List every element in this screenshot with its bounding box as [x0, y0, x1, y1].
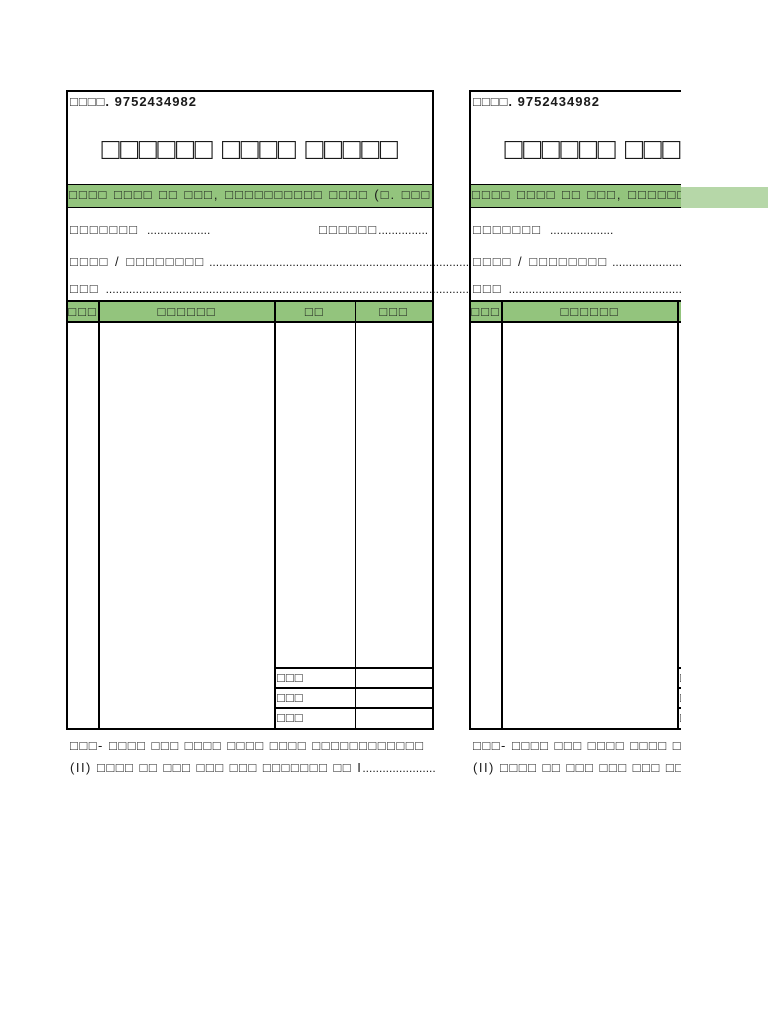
- column-header-3: □□: [304, 304, 325, 319]
- column-header-1: □□□: [471, 304, 501, 319]
- bill-copy-left: □□□□. 9752434982 □□□□□□ □□□□ □□□□□ □□□□ …: [66, 90, 468, 780]
- customer-address-row: □□□.....................................…: [473, 280, 681, 298]
- customer-name-label: □□□□ / □□□□□□□□: [70, 254, 206, 269]
- shop-name-title: □□□□□□ □□□□ □□□□□: [101, 133, 399, 166]
- summary-label-3: □□□: [277, 710, 304, 725]
- address-band: □□□□ □□□□ □□ □□□, □□□□□□□□□□ □□□□ (□. □□…: [68, 184, 432, 208]
- column-header-4: □□□: [379, 304, 409, 319]
- summary-row-divider: [678, 707, 681, 709]
- column-divider: [677, 300, 679, 730]
- terms-note-1: □□□- □□□□ □□□ □□□□ □□□□ □□□□ □□□□□□□□□□□…: [473, 738, 681, 753]
- shop-address-text: □□□□ □□□□ □□ □□□, □□□□□□□□□□ □□□□ (□. □□…: [472, 187, 681, 202]
- bill-copy-left-viewport: □□□□. 9752434982 □□□□□□ □□□□ □□□□□ □□□□ …: [60, 80, 468, 800]
- address-band: □□□□ □□□□ □□ □□□, □□□□□□□□□□ □□□□ (□. □□…: [471, 184, 681, 208]
- customer-address-field[interactable]: ........................................…: [105, 282, 468, 296]
- summary-row-divider: [275, 707, 434, 709]
- customer-name-field[interactable]: ........................................…: [612, 255, 681, 269]
- bill-copy-right-viewport: □□□□. 9752434982 □□□□□□ □□□□ □□□□□ □□□□ …: [468, 80, 681, 800]
- bill-number-label: □□□□□□□: [70, 222, 139, 237]
- phone-number-line: □□□□. 9752434982: [70, 94, 197, 109]
- customer-name-row: □□□□ / □□□□□□□□.........................…: [473, 253, 681, 271]
- customer-address-label: □□□: [70, 281, 100, 296]
- terms-note-2-text: (II) □□□□ □□ □□□ □□□ □□□ □□□□□□□ □□ I: [70, 760, 363, 775]
- bill-number-field[interactable]: ...................: [549, 223, 614, 237]
- terms-note-2-field[interactable]: ......................: [362, 761, 436, 775]
- bill-number-row: □□□□□□□...................: [473, 221, 613, 239]
- terms-note-2: (II) □□□□ □□ □□□ □□□ □□□ □□□□□□□ □□ I...…: [70, 760, 436, 776]
- customer-address-label: □□□: [473, 281, 503, 296]
- summary-label-3: □□□: [680, 709, 681, 727]
- column-header-2: □□□□□□: [560, 304, 620, 319]
- customer-name-field[interactable]: ........................................…: [209, 255, 468, 269]
- summary-label-1: □□□: [680, 669, 681, 687]
- customer-name-label: □□□□ / □□□□□□□□: [473, 254, 609, 269]
- summary-row-divider: [275, 687, 434, 689]
- column-header-2: □□□□□□: [157, 304, 217, 319]
- items-col-4-cells[interactable]: [356, 323, 432, 667]
- summary-label-2: □□□: [277, 690, 304, 705]
- bill-number-row: □□□□□□□...................: [70, 221, 210, 239]
- summary-row-divider: [275, 667, 434, 669]
- summary-label-1: □□□: [277, 670, 304, 685]
- summary-label-2: □□□: [680, 689, 681, 707]
- column-header-1: □□□: [68, 304, 98, 319]
- items-table-header: □□□ □□□□□□ □□ □□□: [469, 300, 681, 323]
- terms-note-2: (II) □□□□ □□ □□□ □□□ □□□ □□□□□□□ □□ I...…: [473, 760, 681, 776]
- date-row: □□□□□□...............: [319, 221, 428, 239]
- bill-number-field[interactable]: ...................: [146, 223, 211, 237]
- items-col-1-cells[interactable]: [471, 323, 501, 728]
- shop-address-text: □□□□ □□□□ □□ □□□, □□□□□□□□□□ □□□□ (□. □□…: [69, 187, 432, 202]
- phone-number-line: □□□□. 9752434982: [473, 94, 600, 109]
- terms-note-1: □□□- □□□□ □□□ □□□□ □□□□ □□□□ □□□□□□□□□□□…: [70, 738, 425, 753]
- summary-value-1[interactable]: [356, 669, 432, 687]
- summary-value-3[interactable]: [356, 709, 432, 727]
- items-col-3-cells[interactable]: [276, 323, 355, 667]
- summary-row-divider: [678, 687, 681, 689]
- items-table-header: □□□ □□□□□□ □□ □□□: [66, 300, 434, 323]
- items-col-2-cells[interactable]: [503, 323, 677, 728]
- items-col-2-cells[interactable]: [100, 323, 274, 728]
- column-header-3: □□: [679, 302, 682, 321]
- band-extension-cell: [681, 187, 768, 208]
- date-label: □□□□□□: [319, 222, 379, 237]
- column-divider: [274, 300, 276, 730]
- customer-name-row: □□□□ / □□□□□□□□.........................…: [70, 253, 468, 271]
- column-divider: [354, 300, 356, 730]
- customer-address-field[interactable]: ........................................…: [508, 282, 681, 296]
- summary-value-2[interactable]: [356, 689, 432, 707]
- customer-address-row: □□□.....................................…: [70, 280, 468, 298]
- summary-row-divider: [678, 667, 681, 669]
- column-divider: [98, 300, 100, 730]
- column-divider: [501, 300, 503, 730]
- bill-number-label: □□□□□□□: [473, 222, 542, 237]
- terms-note-2-text: (II) □□□□ □□ □□□ □□□ □□□ □□□□□□□ □□ I: [473, 760, 681, 775]
- bill-copy-right: □□□□. 9752434982 □□□□□□ □□□□ □□□□□ □□□□ …: [469, 90, 681, 780]
- items-col-1-cells[interactable]: [68, 323, 98, 728]
- items-col-3-cells[interactable]: [679, 323, 682, 667]
- shop-name-title: □□□□□□ □□□□ □□□□□: [504, 133, 682, 166]
- date-field[interactable]: ...............: [378, 223, 429, 237]
